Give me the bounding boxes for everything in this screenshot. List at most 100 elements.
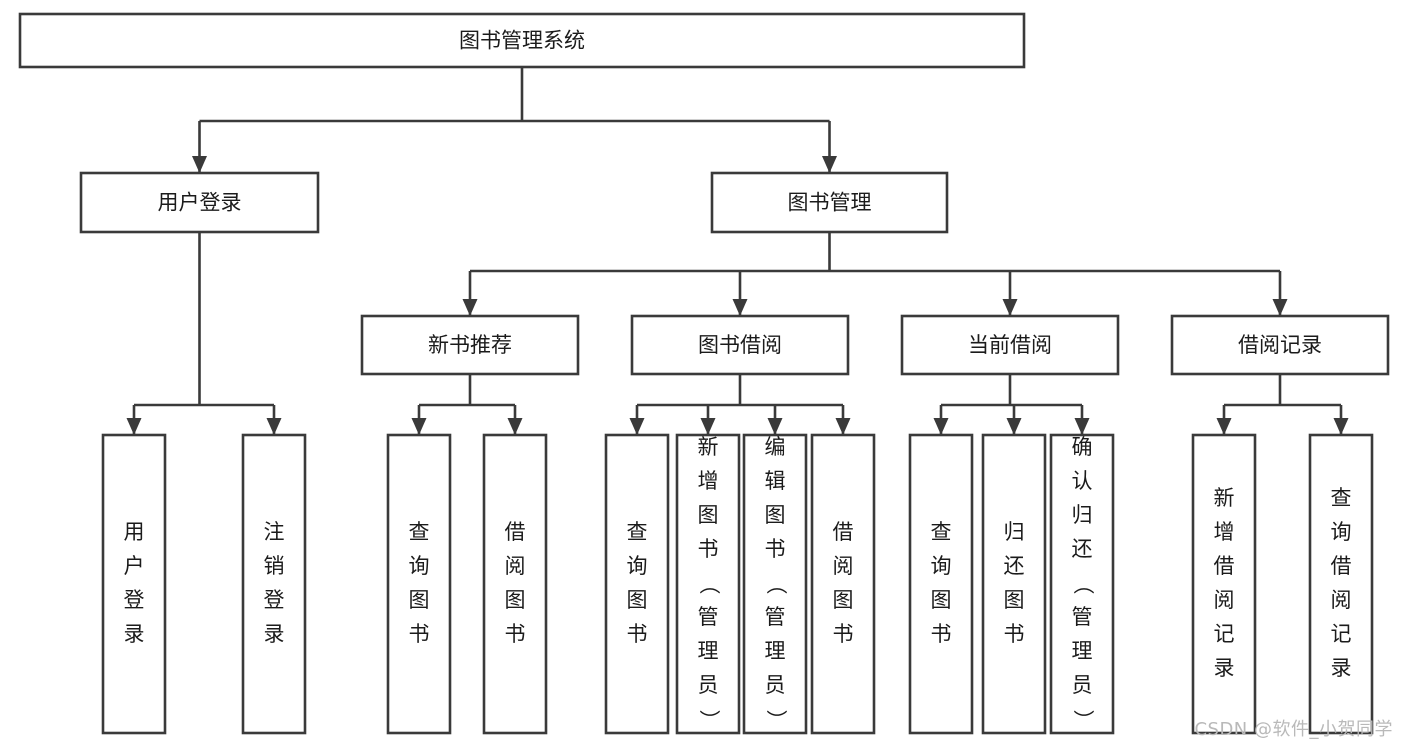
svg-text:编: 编 <box>765 435 786 459</box>
svg-text:查: 查 <box>409 520 430 544</box>
svg-text:借: 借 <box>833 520 854 544</box>
svg-text:录: 录 <box>1214 656 1235 680</box>
svg-text:借: 借 <box>1214 554 1235 578</box>
svg-text:书: 书 <box>765 537 786 561</box>
svg-text:记: 记 <box>1331 622 1352 646</box>
node-current-borrow-label: 当前借阅 <box>968 333 1052 357</box>
node-leaf-query-book-2-box[interactable] <box>604 433 670 735</box>
node-book-manage-label: 图书管理 <box>788 191 872 215</box>
svg-text:管: 管 <box>698 605 719 629</box>
node-new-book-rec[interactable]: 新书推荐 <box>360 314 580 376</box>
node-leaf-query-book-3-box[interactable] <box>908 433 974 735</box>
svg-text:（: （ <box>764 574 788 595</box>
edges-layer <box>126 67 1349 435</box>
svg-text:书: 书 <box>1004 622 1025 646</box>
node-leaf-logout-box[interactable] <box>241 433 307 735</box>
svg-text:图: 图 <box>698 503 719 527</box>
svg-text:录: 录 <box>1331 656 1352 680</box>
svg-text:图: 图 <box>765 503 786 527</box>
svg-text:理: 理 <box>1072 639 1093 663</box>
node-new-book-rec-label: 新书推荐 <box>428 333 512 357</box>
node-current-borrow-box[interactable] <box>900 314 1120 376</box>
svg-text:归: 归 <box>1072 503 1093 527</box>
svg-text:查: 查 <box>931 520 952 544</box>
node-leaf-confirm-return-box[interactable] <box>1049 433 1115 735</box>
svg-text:户: 户 <box>124 554 145 578</box>
node-book-manage-box[interactable] <box>710 171 949 234</box>
svg-text:阅: 阅 <box>1331 588 1352 612</box>
node-root[interactable]: 图书管理系统 <box>18 12 1026 69</box>
svg-text:还: 还 <box>1072 537 1093 561</box>
node-leaf-borrow-book-1-box[interactable] <box>482 433 548 735</box>
node-leaf-add-record-box[interactable] <box>1191 433 1257 735</box>
svg-text:确: 确 <box>1072 435 1093 459</box>
node-book-borrow-label: 图书借阅 <box>698 333 782 357</box>
svg-text:询: 询 <box>931 554 952 578</box>
svg-text:认: 认 <box>1072 469 1093 493</box>
node-leaf-edit-book-box[interactable] <box>742 433 808 735</box>
svg-text:辑: 辑 <box>765 469 786 493</box>
node-leaf-user-login[interactable]: 用户登录 <box>101 433 167 735</box>
node-leaf-add-book-box[interactable] <box>675 433 741 735</box>
svg-text:书: 书 <box>627 622 648 646</box>
node-book-borrow[interactable]: 图书借阅 <box>630 314 850 376</box>
svg-text:图: 图 <box>505 588 526 612</box>
svg-text:询: 询 <box>1331 520 1352 544</box>
svg-text:书: 书 <box>505 622 526 646</box>
svg-text:员: 员 <box>698 673 719 697</box>
svg-text:注: 注 <box>264 520 285 544</box>
svg-text:登: 登 <box>264 588 285 612</box>
node-leaf-query-book-1-box[interactable] <box>386 433 452 735</box>
svg-text:借: 借 <box>505 520 526 544</box>
node-user-login[interactable]: 用户登录 <box>79 171 320 234</box>
node-leaf-borrow-book-2-box[interactable] <box>810 433 876 735</box>
svg-text:书: 书 <box>698 537 719 561</box>
node-new-book-rec-box[interactable] <box>360 314 580 376</box>
svg-text:新: 新 <box>698 435 719 459</box>
node-current-borrow[interactable]: 当前借阅 <box>900 314 1120 376</box>
svg-text:录: 录 <box>124 622 145 646</box>
svg-text:查: 查 <box>1331 486 1352 510</box>
node-leaf-query-record-box[interactable] <box>1308 433 1374 735</box>
svg-text:）: ） <box>764 710 788 731</box>
node-leaf-user-login-box[interactable] <box>101 433 167 735</box>
node-borrow-record[interactable]: 借阅记录 <box>1170 314 1390 376</box>
node-user-login-box[interactable] <box>79 171 320 234</box>
svg-text:新: 新 <box>1214 486 1235 510</box>
node-book-manage[interactable]: 图书管理 <box>710 171 949 234</box>
svg-text:阅: 阅 <box>505 554 526 578</box>
svg-text:图: 图 <box>1004 588 1025 612</box>
svg-text:阅: 阅 <box>1214 588 1235 612</box>
node-leaf-return-book-box[interactable] <box>981 433 1047 735</box>
node-user-login-label: 用户登录 <box>158 191 242 215</box>
node-root-box[interactable] <box>18 12 1026 69</box>
node-borrow-record-box[interactable] <box>1170 314 1390 376</box>
node-root-label: 图书管理系统 <box>459 29 585 53</box>
svg-text:记: 记 <box>1214 622 1235 646</box>
svg-text:书: 书 <box>931 622 952 646</box>
svg-text:询: 询 <box>409 554 430 578</box>
node-book-borrow-box[interactable] <box>630 314 850 376</box>
